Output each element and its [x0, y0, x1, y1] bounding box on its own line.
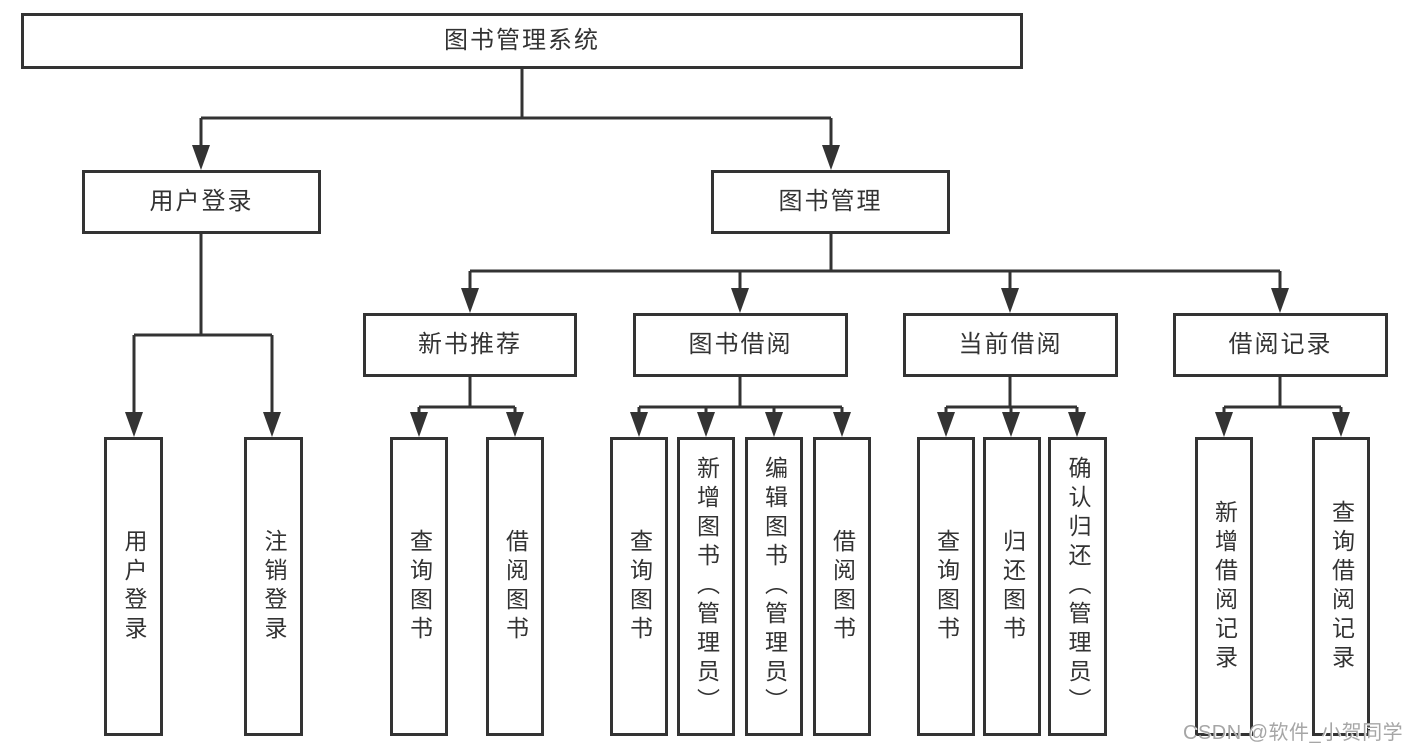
leaf-add-books-admin: 新增图书（管理员） [677, 437, 735, 736]
leaf-query-books-borrowing: 查询图书 [610, 437, 668, 736]
node-book-management: 图书管理 [711, 170, 950, 234]
watermark: CSDN @软件_小贺同学 [1183, 722, 1404, 744]
leaf-user-login: 用户登录 [104, 437, 163, 736]
leaf-return-books: 归还图书 [983, 437, 1041, 736]
node-root: 图书管理系统 [21, 13, 1023, 69]
node-user-login: 用户登录 [82, 170, 321, 234]
arrowheads [125, 145, 1350, 437]
leaf-borrow-books-recommend: 借阅图书 [486, 437, 544, 736]
node-book-borrowing: 图书借阅 [633, 313, 848, 377]
node-new-book-recommendation: 新书推荐 [363, 313, 577, 377]
leaf-logout: 注销登录 [244, 437, 303, 736]
node-current-borrowing: 当前借阅 [903, 313, 1118, 377]
node-borrowing-records: 借阅记录 [1173, 313, 1388, 377]
leaf-query-books-current: 查询图书 [917, 437, 975, 736]
leaf-confirm-return-admin: 确认归还（管理员） [1048, 437, 1107, 736]
leaf-add-borrow-record: 新增借阅记录 [1195, 437, 1253, 736]
leaf-query-borrow-record: 查询借阅记录 [1312, 437, 1370, 736]
leaf-borrow-books-borrowing: 借阅图书 [813, 437, 871, 736]
leaf-query-books-recommend: 查询图书 [390, 437, 448, 736]
leaf-edit-books-admin: 编辑图书（管理员） [745, 437, 803, 736]
